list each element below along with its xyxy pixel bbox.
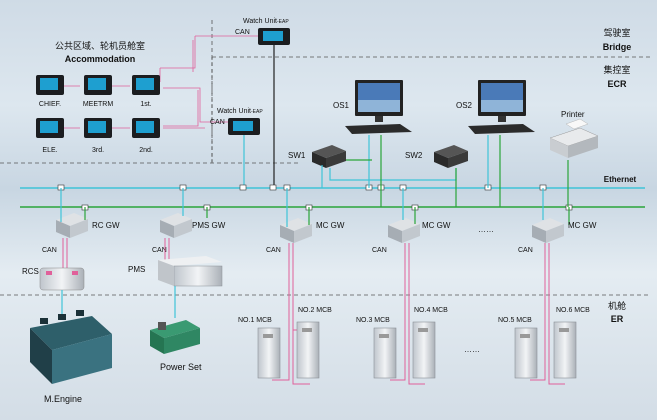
switch-sw2-label: SW2: [405, 151, 423, 160]
panel-label-3rd: 3rd.: [92, 147, 104, 154]
pms-label: PMS: [128, 265, 145, 274]
mc-gw-2-label: MC GW: [422, 221, 451, 230]
main-engine[interactable]: [30, 310, 112, 384]
accommodation-can-wiring: [60, 35, 262, 129]
gateway-ellipsis: ……: [478, 225, 494, 234]
engine-label: M.Engine: [44, 394, 82, 404]
mc-gateway-2[interactable]: [388, 218, 420, 243]
rcs-label: RCS: [22, 267, 39, 276]
workstation-os1[interactable]: [345, 80, 412, 134]
workstation-os2[interactable]: [468, 80, 535, 134]
panel-label-ele: ELE.: [42, 147, 57, 154]
watch-unit-ecr-label: Watch Unit-EAP: [217, 108, 263, 115]
power-set[interactable]: [150, 320, 200, 354]
mc-gw-3-label: MC GW: [568, 221, 597, 230]
pms-gateway[interactable]: [160, 213, 192, 238]
mcb-5[interactable]: [514, 327, 538, 379]
gateway-cyan-drops: [60, 188, 544, 227]
os2-label: OS2: [456, 101, 473, 110]
mcb-6[interactable]: [553, 321, 577, 379]
pms-gw-label: PMS GW: [192, 221, 226, 230]
switch-sw1[interactable]: [312, 145, 346, 168]
watch-unit-bridge[interactable]: [258, 28, 290, 45]
pms-can-label: CAN: [152, 247, 167, 254]
panel-1st[interactable]: [132, 75, 160, 95]
watch-unit-ecr[interactable]: [228, 118, 260, 135]
zone-bridge-cn: 驾驶室: [603, 27, 630, 38]
os1-label: OS1: [333, 101, 350, 110]
ecr-green-links: [346, 135, 569, 207]
mcb-ellipsis: ……: [464, 345, 480, 354]
rc-can-label: CAN: [42, 247, 57, 254]
ethernet-label: Ethernet: [604, 175, 637, 184]
zone-bridge-en: Bridge: [603, 42, 632, 52]
panel-meetrm[interactable]: [84, 75, 112, 95]
rc-gw-label: RC GW: [92, 221, 120, 230]
mc-gw-1-label: MC GW: [316, 221, 345, 230]
watch-unit-bridge-can: CAN: [235, 29, 250, 36]
rcs-unit[interactable]: [39, 267, 85, 291]
power-set-label: Power Set: [160, 362, 202, 372]
mcb-6-label: NO.6 MCB: [556, 307, 590, 314]
gateway-green-drops: [84, 207, 570, 225]
accommodation-panels: CHIEF. MEETRM 1st. ELE. 3rd. 2nd.: [36, 75, 160, 154]
mc-gateway-3[interactable]: [532, 218, 564, 243]
mcb-1-label: NO.1 MCB: [238, 317, 272, 324]
mcb-4[interactable]: [412, 321, 436, 379]
mcb-3-label: NO.3 MCB: [356, 317, 390, 324]
switch-sw1-label: SW1: [288, 151, 306, 160]
panel-label-chief: CHIEF.: [39, 101, 61, 108]
printer-label: Printer: [561, 110, 585, 119]
watch-unit-ecr-can: CAN: [210, 119, 225, 126]
switch-sw2[interactable]: [434, 145, 468, 168]
mc3-can-label: CAN: [518, 247, 533, 254]
mcb-1[interactable]: [257, 327, 281, 379]
rc-gateway[interactable]: [56, 213, 88, 238]
mcb-3[interactable]: [373, 327, 397, 379]
panel-label-meetrm: MEETRM: [83, 101, 114, 108]
panel-label-1st: 1st.: [140, 101, 151, 108]
mcb-2[interactable]: [296, 321, 320, 379]
mc2-can-label: CAN: [372, 247, 387, 254]
watch-unit-bridge-label: Watch Unit-EAP: [243, 18, 289, 25]
panel-3rd[interactable]: [84, 118, 112, 138]
printer[interactable]: [549, 118, 599, 158]
mcb-2-label: NO.2 MCB: [298, 307, 332, 314]
mcb-5-label: NO.5 MCB: [498, 317, 532, 324]
panel-label-2nd: 2nd.: [139, 147, 153, 154]
panel-2nd[interactable]: [132, 118, 160, 138]
zone-ecr-cn: 集控室: [603, 64, 630, 75]
mc1-can-label: CAN: [266, 247, 281, 254]
panel-chief[interactable]: [36, 75, 64, 95]
accommodation-title-en: Accommodation: [65, 54, 136, 64]
zone-ecr-en: ECR: [607, 79, 627, 89]
mcb-cabinets: [257, 321, 577, 379]
mc-gateway-1[interactable]: [280, 218, 312, 243]
mcb-4-label: NO.4 MCB: [414, 307, 448, 314]
zone-er-en: ER: [611, 314, 624, 324]
pms-cabinet[interactable]: [158, 256, 223, 287]
accommodation-title-cn: 公共区域、轮机员舱室: [55, 40, 145, 51]
zone-er-cn: 机舱: [608, 300, 626, 311]
gateways: [56, 213, 564, 243]
panel-ele[interactable]: [36, 118, 64, 138]
